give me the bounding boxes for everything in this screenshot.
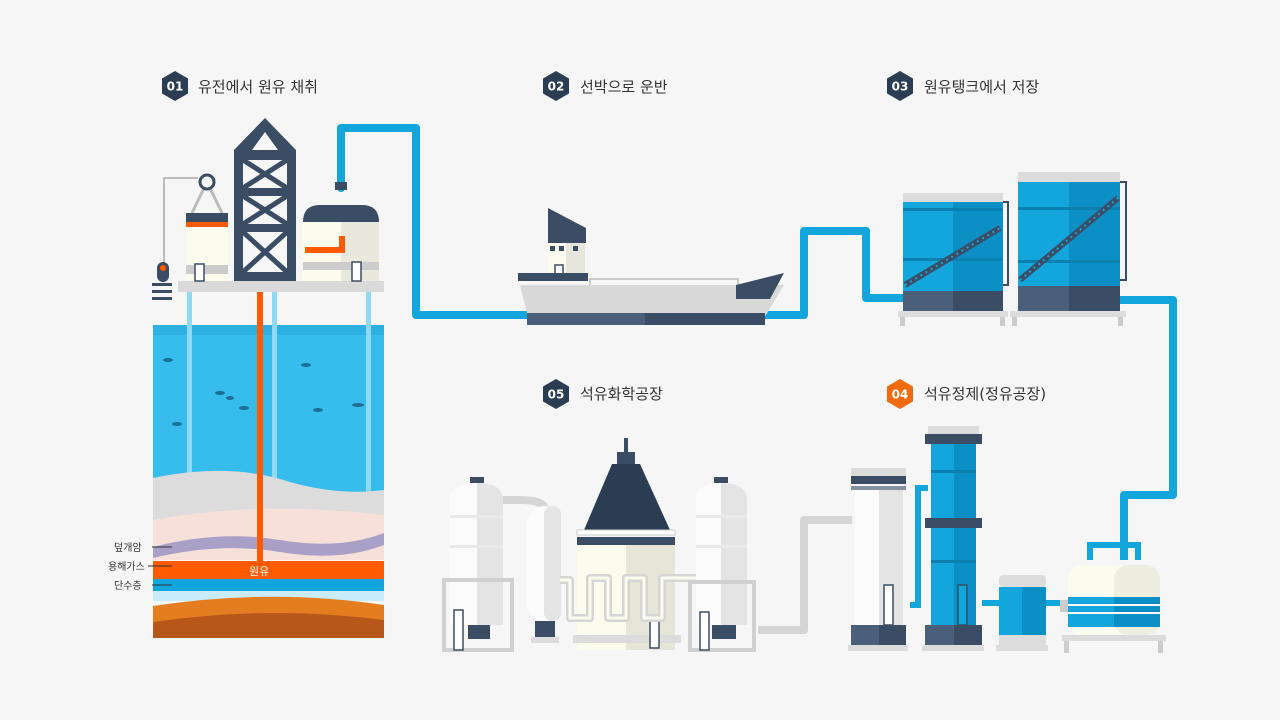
step-02: 02 선박으로 운반 xyxy=(543,71,668,101)
crude-oil-label: 원유 xyxy=(249,565,269,578)
step-number-04: 04 xyxy=(892,388,909,402)
oil-field-illustration: 덮개암 용해가스 단수층 원유 xyxy=(108,118,384,638)
step-03: 03 원유탱크에서 저장 xyxy=(887,71,1039,101)
oil-refinery xyxy=(848,426,1166,653)
step-number-03: 03 xyxy=(892,80,909,94)
oil-tanker-ship xyxy=(518,208,784,325)
derrick-tower xyxy=(234,118,296,281)
step-label-03: 원유탱크에서 저장 xyxy=(924,78,1039,96)
crude-oil-tanks xyxy=(898,172,1127,326)
step-number-01: 01 xyxy=(167,80,184,94)
step-01: 01 유전에서 원유 채취 xyxy=(162,71,318,101)
crane-unit xyxy=(152,173,228,300)
layer-label-water: 단수층 xyxy=(114,580,142,592)
step-badge-03 xyxy=(887,71,913,101)
step-label-02: 선박으로 운반 xyxy=(580,78,668,96)
pipe-tank-to-refinery xyxy=(1118,296,1177,560)
layer-label-gas: 용해가스 xyxy=(108,560,145,573)
gas-layer xyxy=(153,561,384,579)
layer-label-caprock: 덮개암 xyxy=(114,542,142,554)
step-label-04: 석유정제(정유공장) xyxy=(924,385,1046,403)
step-label-01: 유전에서 원유 채취 xyxy=(198,78,318,96)
step-05: 05 석유화학공장 xyxy=(543,379,663,409)
step-number-05: 05 xyxy=(548,388,565,402)
step-label-05: 석유화학공장 xyxy=(580,385,663,403)
pipe-rig-to-ship xyxy=(337,124,544,319)
pipe-ship-to-tank xyxy=(760,227,905,319)
step-badge-04 xyxy=(887,379,913,409)
step-number-02: 02 xyxy=(548,80,565,94)
pipe-refinery-to-chemical xyxy=(758,516,852,634)
petrochemical-plant xyxy=(442,438,756,652)
step-badge-05 xyxy=(543,379,569,409)
water-layer xyxy=(153,579,384,591)
step-badge-02 xyxy=(543,71,569,101)
step-04: 04 석유정제(정유공장) xyxy=(887,379,1046,409)
separator-unit xyxy=(303,182,379,282)
cap-rock-layer xyxy=(153,533,384,558)
step-badge-01 xyxy=(162,71,188,101)
